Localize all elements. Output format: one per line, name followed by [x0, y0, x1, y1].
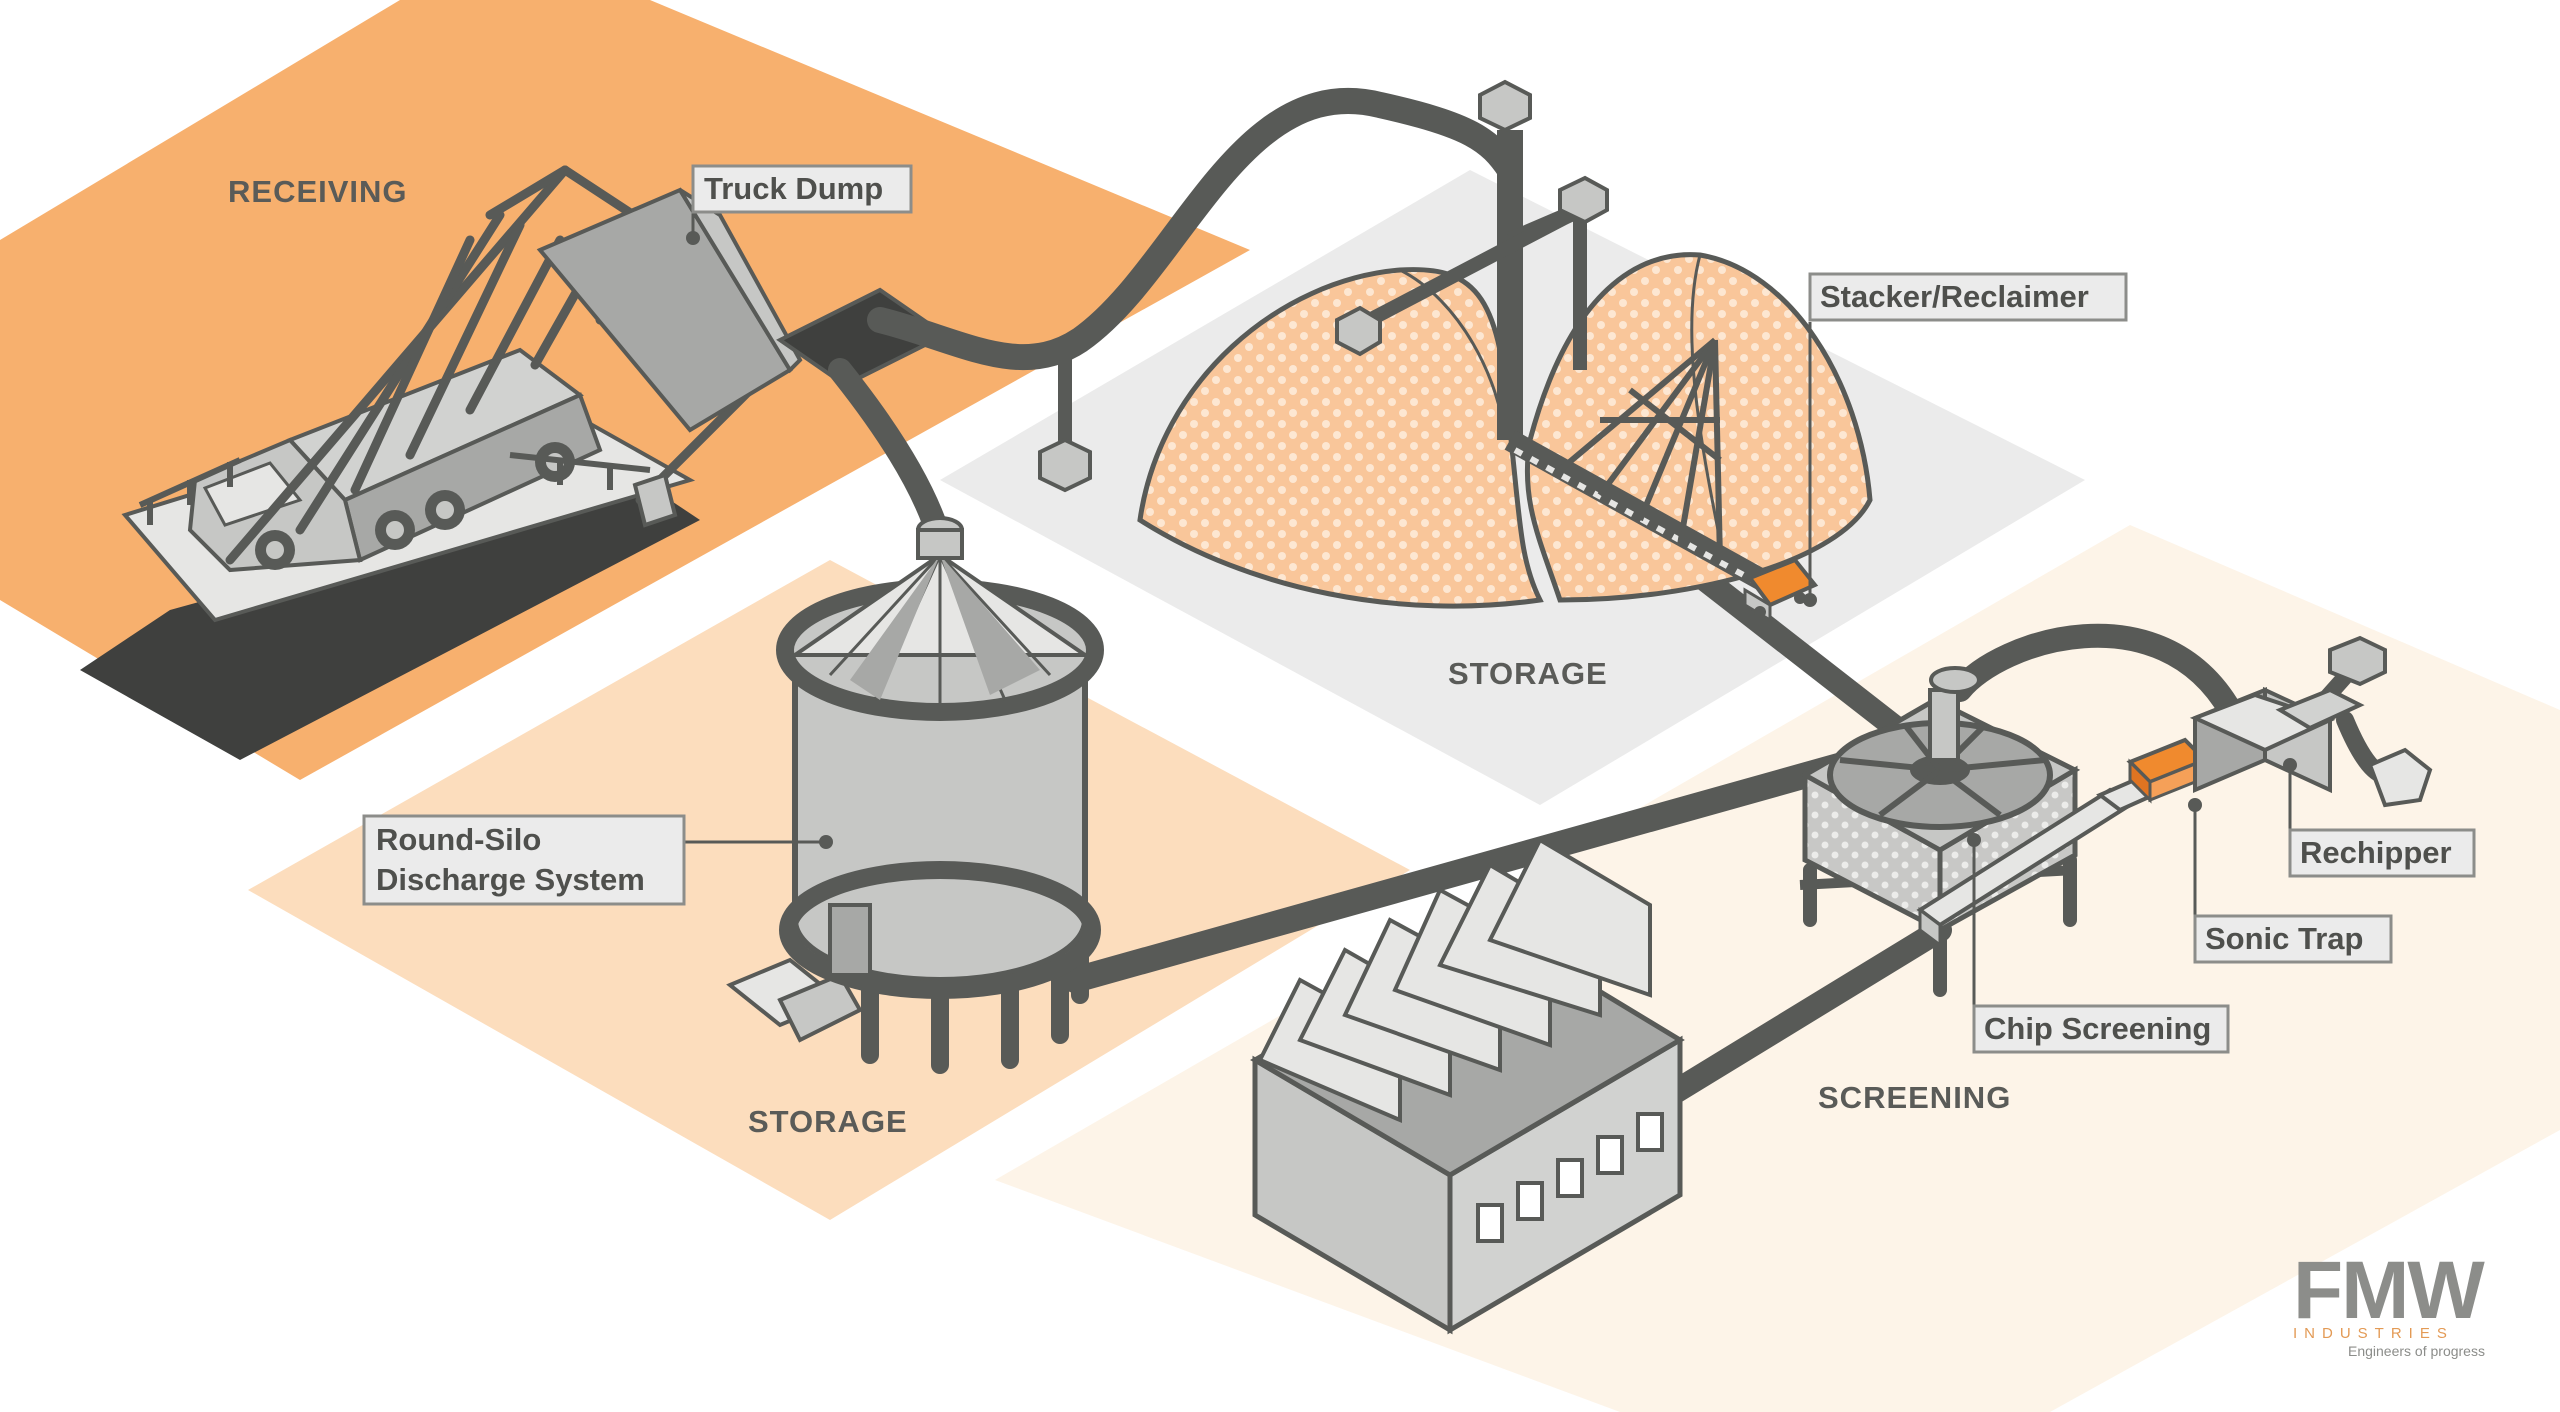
road — [80, 480, 700, 760]
callout-label-stacker-reclaimer: Stacker/Reclaimer — [1820, 279, 2089, 314]
pipe-dump-to-tower — [867, 88, 1523, 371]
rechipper — [2189, 635, 2433, 808]
truck — [187, 347, 603, 573]
callout-label-sonic-trap: Sonic Trap — [2205, 921, 2363, 956]
callout-label-chip-screening: Chip Screening — [1984, 1011, 2211, 1046]
callout-sonic-trap: Sonic Trap — [2188, 798, 2393, 964]
rechipper-bin — [2367, 747, 2433, 808]
callout-rechipper: Rechipper — [2283, 758, 2476, 878]
logo-tagline: Engineers of progress — [2348, 1343, 2485, 1359]
zone-label-silo-storage: STORAGE — [748, 1104, 908, 1139]
tower-cap — [1478, 79, 1532, 133]
zone-label-screening: SCREENING — [1818, 1080, 2011, 1115]
factory-building — [1250, 837, 1685, 1335]
round-silo — [726, 516, 1104, 1074]
pipe-silo-to-screen — [1062, 747, 1873, 993]
callout-truck-dump: Truck Dump — [686, 164, 913, 245]
pipe-building-to-screen — [1658, 918, 1952, 1107]
callout-label-truck-dump: Truck Dump — [704, 171, 883, 206]
callout-label-round-silo-2: Discharge System — [376, 862, 645, 897]
callout-label-rechipper: Rechipper — [2300, 835, 2452, 870]
company-logo: FMW INDUSTRIES Engineers of progress — [2293, 1245, 2487, 1359]
pile-spout — [1335, 305, 1382, 357]
tower-cap-2 — [1558, 175, 1609, 225]
dump-post — [632, 472, 678, 528]
truck-dump-station — [80, 165, 949, 760]
logo-sub: INDUSTRIES — [2293, 1325, 2454, 1342]
callout-label-round-silo-1: Round-Silo — [376, 822, 541, 857]
chip-pile-storage — [1038, 79, 1873, 623]
pipe-support — [1038, 437, 1092, 493]
callout-round-silo: Round-Silo Discharge System — [362, 814, 833, 906]
zone-label-pile-storage: STORAGE — [1448, 656, 1608, 691]
sonic-trap — [2126, 737, 2209, 804]
logo-name: FMW — [2293, 1245, 2485, 1336]
pipe-screen-to-rechipper — [1948, 623, 2242, 722]
silo-door — [828, 903, 872, 977]
railing — [138, 452, 651, 525]
zone-label-receiving: RECEIVING — [228, 174, 408, 209]
callout-stacker-reclaimer: Stacker/Reclaimer — [1803, 272, 2128, 607]
callout-chip-screening: Chip Screening — [1967, 833, 2230, 1054]
stacker-reclaimer — [1504, 337, 1819, 623]
